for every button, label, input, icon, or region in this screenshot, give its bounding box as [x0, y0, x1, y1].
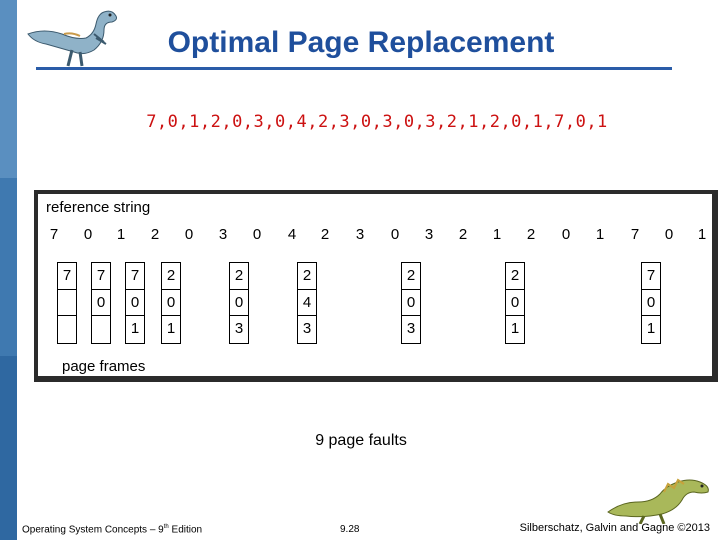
frame-cell: 3: [406, 320, 416, 338]
frame-cell: 1: [130, 320, 140, 338]
reference-value: 0: [83, 226, 93, 243]
dinosaur-icon: [607, 478, 709, 524]
frame-cell: 0: [162, 290, 180, 317]
reference-value: 1: [116, 226, 126, 243]
frame-cell: 0: [126, 290, 144, 317]
reference-value: 1: [492, 226, 502, 243]
diagram-panel: [38, 194, 712, 376]
frame-cell: 1: [646, 320, 656, 338]
frame-cell: 1: [510, 320, 520, 338]
reference-value: 0: [252, 226, 262, 243]
slide-title: Optimal Page Replacement: [167, 26, 555, 59]
reference-string-text: 7,0,1,2,0,3,0,4,2,3,0,3,0,3,2,1,2,0,1,7,…: [146, 112, 608, 132]
frame-cell: 0: [92, 290, 110, 317]
reference-value: 0: [184, 226, 194, 243]
footer-book-sup: th: [163, 524, 169, 530]
frame-cell: 0: [506, 290, 524, 317]
reference-value: 7: [49, 226, 59, 243]
reference-value: 7: [630, 226, 640, 243]
frame-cell: 7: [58, 263, 76, 290]
reference-value: 3: [355, 226, 365, 243]
sidebar-band-top: [0, 0, 17, 178]
frame-cell: 3: [234, 320, 244, 338]
frame-cell: 7: [642, 263, 660, 290]
page-frames-label: page frames: [62, 358, 146, 375]
reference-value: 2: [320, 226, 330, 243]
frame-cell: 2: [506, 263, 524, 290]
reference-value: 0: [561, 226, 571, 243]
footer-book-prefix: Operating System Concepts – 9: [22, 524, 164, 536]
reference-value: 2: [150, 226, 160, 243]
frame-cell: 0: [230, 290, 248, 317]
frame-cell: 2: [162, 263, 180, 290]
sidebar-band-accent: [0, 356, 17, 540]
frame-cell: 4: [298, 290, 316, 317]
reference-value: 3: [424, 226, 434, 243]
reference-value: 0: [390, 226, 400, 243]
page-faults-summary: 9 page faults: [315, 432, 407, 449]
reference-value: 2: [458, 226, 468, 243]
frame-cell: [58, 316, 76, 343]
reference-value: 3: [218, 226, 228, 243]
frame-cell: [58, 290, 76, 317]
frame-cell: 3: [302, 320, 312, 338]
frame-cell: 0: [642, 290, 660, 317]
footer-book-title: Operating System Concepts – 9th Edition: [22, 524, 202, 535]
footer-book-suffix: Edition: [168, 524, 203, 536]
frame-cell: 7: [126, 263, 144, 290]
dinosaur-icon: [27, 10, 117, 67]
reference-value: 2: [526, 226, 536, 243]
frame-column: 7: [57, 262, 77, 344]
frame-cell: 0: [402, 290, 420, 317]
frame-cell: [92, 316, 110, 343]
frame-cell: 2: [230, 263, 248, 290]
title-underline: [36, 67, 672, 70]
frame-cell: 1: [166, 320, 176, 338]
frame-cell: 7: [92, 263, 110, 290]
page-replacement-diagram: [34, 190, 718, 382]
reference-value: 1: [595, 226, 605, 243]
frame-cell: 2: [298, 263, 316, 290]
frame-cell: 2: [402, 263, 420, 290]
reference-value: 4: [287, 226, 297, 243]
reference-string-label: reference string: [46, 199, 151, 216]
reference-value: 1: [697, 226, 707, 243]
reference-value: 0: [664, 226, 674, 243]
footer-page-number: 9.28: [340, 524, 360, 535]
footer-copyright: Silberschatz, Galvin and Gagne ©2013: [519, 522, 710, 534]
